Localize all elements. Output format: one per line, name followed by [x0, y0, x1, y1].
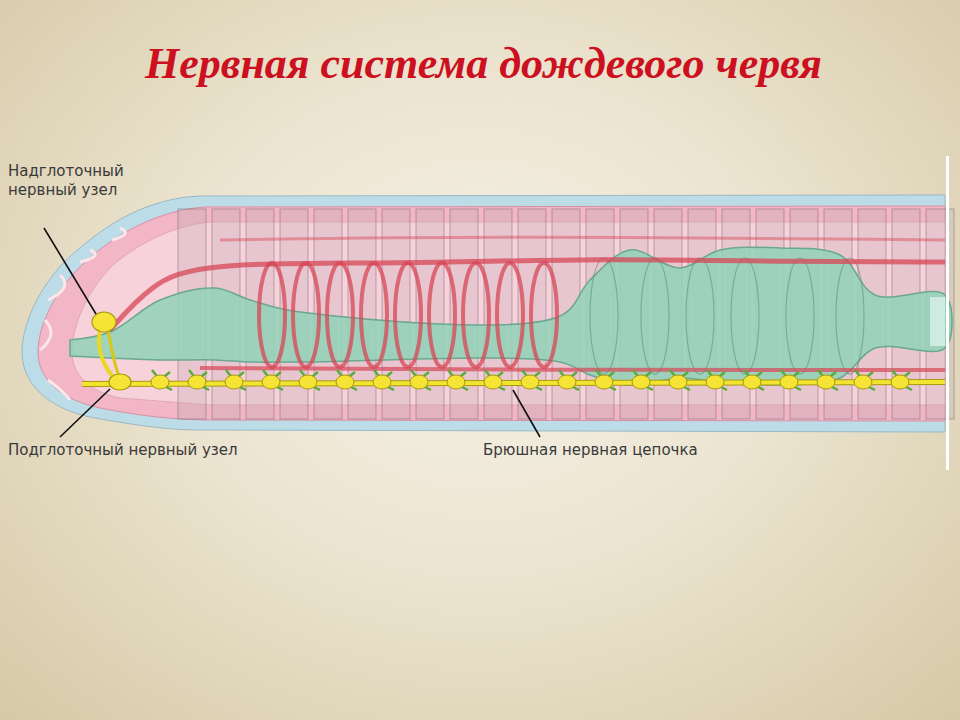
lateral-nerve	[411, 370, 431, 390]
gut	[70, 247, 952, 385]
heart-loop	[429, 263, 455, 367]
lateral-nerve	[226, 370, 246, 390]
heart-loop	[531, 263, 557, 367]
heart-loop	[463, 263, 489, 367]
dorsal-vessel	[110, 260, 945, 330]
wrinkle	[48, 380, 70, 400]
subesophageal-ganglion	[109, 374, 131, 390]
ganglion	[558, 375, 576, 389]
ganglion	[336, 375, 354, 389]
leader-line	[44, 228, 96, 314]
heart-loop	[259, 263, 285, 367]
ganglion	[262, 375, 280, 389]
lateral-nerve	[337, 370, 357, 390]
gut-fold	[731, 258, 759, 374]
lateral-nerve	[670, 370, 690, 390]
ganglion	[373, 375, 391, 389]
ganglion	[669, 375, 687, 389]
lateral-nerve	[189, 370, 209, 390]
gut-fold	[836, 258, 864, 374]
ganglion	[817, 375, 835, 389]
lateral-nerve	[374, 370, 394, 390]
wrinkle	[112, 228, 125, 240]
heart-loop	[327, 263, 353, 367]
lateral-nerve	[633, 370, 653, 390]
cut-edge	[946, 156, 949, 470]
ganglion	[447, 375, 465, 389]
lateral-nerve	[781, 370, 801, 390]
blood-vessels	[110, 237, 945, 370]
ganglion	[595, 375, 613, 389]
supraesophageal-ganglion	[92, 312, 116, 332]
lateral-nerve	[596, 370, 616, 390]
gut-cut	[930, 297, 945, 346]
nerve-cord-edge	[82, 382, 945, 384]
nervous-system	[82, 312, 945, 390]
lateral-nerve	[300, 370, 320, 390]
title: Нервная система дождевого червя	[145, 40, 822, 88]
wrinkle	[48, 275, 65, 300]
gut-tube	[70, 247, 952, 385]
gut-fold	[590, 258, 618, 374]
heart-loop	[497, 263, 523, 367]
connective	[108, 330, 120, 378]
ganglion	[484, 375, 502, 389]
ganglion	[891, 375, 909, 389]
lateral-nerve	[522, 370, 542, 390]
heart-loop	[395, 263, 421, 367]
ganglion	[188, 375, 206, 389]
ganglion	[410, 375, 428, 389]
ganglion	[521, 375, 539, 389]
ganglion	[151, 375, 169, 389]
lateral-nerve	[855, 370, 875, 390]
head-wrinkles	[40, 228, 125, 400]
ganglion	[854, 375, 872, 389]
ganglion	[299, 375, 317, 389]
ganglion	[780, 375, 798, 389]
lateral-nerve	[559, 370, 579, 390]
lateral-nerve	[263, 370, 283, 390]
lateral-nerve	[152, 370, 172, 390]
lateral-nerve	[707, 370, 727, 390]
heart-loop	[361, 263, 387, 367]
part-label: Брюшная нервная цепочка	[483, 441, 698, 460]
lateral-nerve	[485, 370, 505, 390]
side-vessel	[220, 237, 945, 240]
ganglion	[632, 375, 650, 389]
lateral-nerve	[892, 370, 912, 390]
ganglion	[743, 375, 761, 389]
lateral-nerve	[448, 370, 468, 390]
gut-fold	[786, 258, 814, 374]
ventral-vessel	[200, 368, 945, 370]
wrinkle	[80, 250, 95, 262]
lateral-nerve	[744, 370, 764, 390]
leader-line	[60, 389, 110, 437]
wrinkle	[40, 320, 51, 350]
nerve-cord	[82, 382, 945, 384]
leader-line	[513, 390, 540, 437]
ganglion	[225, 375, 243, 389]
lateral-nerve	[818, 370, 838, 390]
part-label: Надглоточный нервный узел	[8, 162, 148, 200]
part-label: Подглоточный нервный узел	[8, 441, 238, 460]
gut-fold	[686, 258, 714, 374]
gut-fold	[641, 258, 669, 374]
heart-loop	[293, 263, 319, 367]
ganglion	[706, 375, 724, 389]
leader-lines	[44, 228, 540, 437]
